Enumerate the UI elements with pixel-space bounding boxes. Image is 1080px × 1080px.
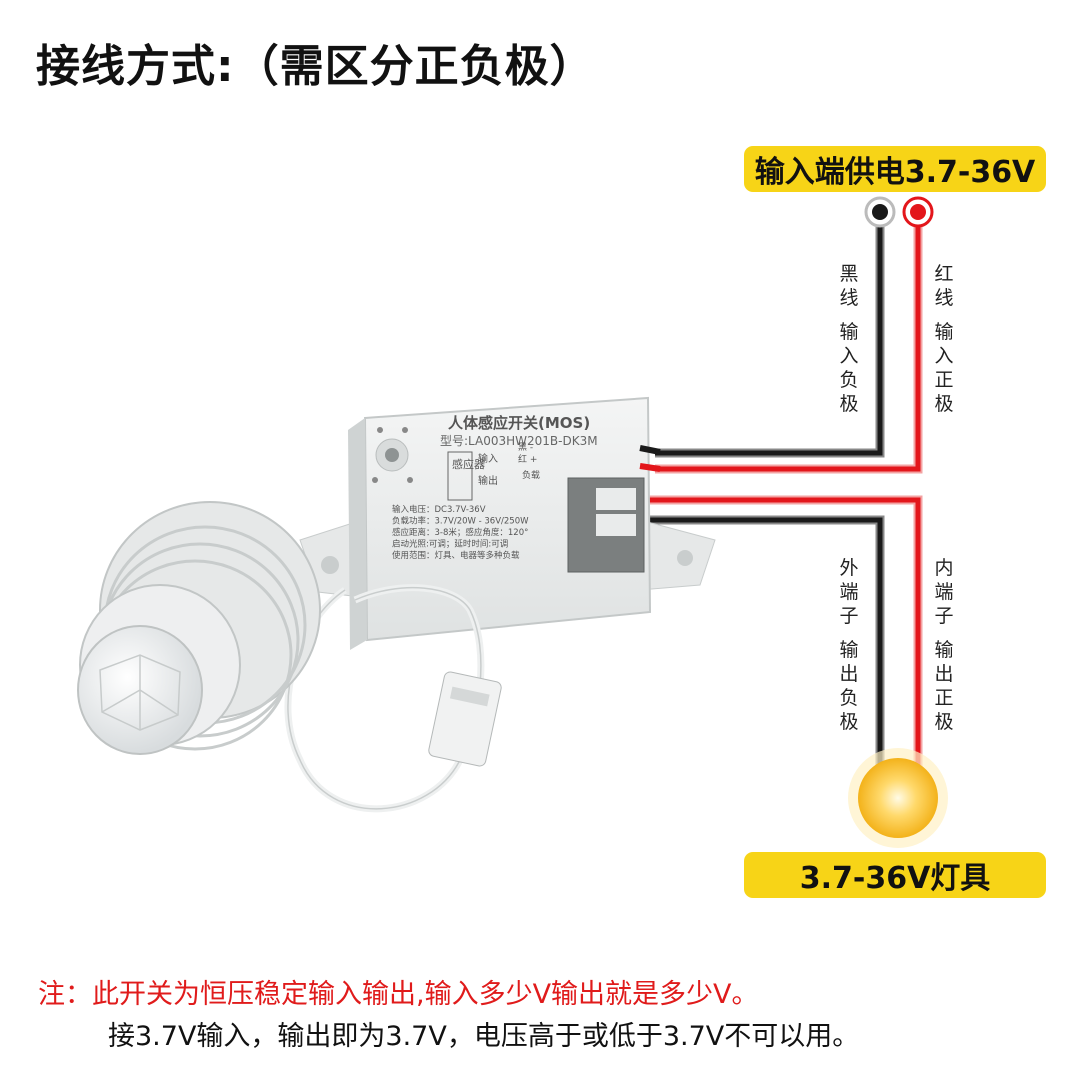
output-port-label: 输出 [478, 474, 498, 487]
cable-connector [428, 671, 502, 767]
spec-line: 使用范围：灯具、电器等多种负载 [392, 550, 520, 561]
input-black-wire [655, 214, 885, 458]
inner-terminal-role-label: 输出正极 [934, 639, 954, 733]
page-title: 接线方式:（需区分正负极） [36, 41, 595, 92]
device-model-label: 型号:LA003HW201B-DK3M [440, 434, 598, 448]
black-wire-role-label: 输入负极 [839, 321, 859, 415]
output-black-wire [612, 515, 885, 768]
input-red-wire [655, 214, 923, 474]
device-name-label: 人体感应开关(MOS) [448, 414, 590, 432]
input-port-label: 输入 [478, 452, 498, 465]
inner-terminal-label: 内端子 [934, 557, 954, 627]
outer-terminal-role-label: 输出负极 [839, 639, 859, 733]
spec-line: 感应距离：3-8米；感应角度：120° [392, 527, 528, 538]
lamp-icon [848, 748, 948, 848]
lamp-voltage-banner: 3.7-36V灯具 [744, 852, 1046, 898]
pir-sensor-head [77, 501, 321, 755]
load-mark-label: 负载 [522, 469, 540, 481]
spec-line: 启动光照:可调；延时时间:可调 [392, 539, 508, 550]
note-line-2: 接3.7V输入，输出即为3.7V，电压高于或低于3.7V不可以用。 [108, 1021, 860, 1052]
note-line-1: 注：此开关为恒压稳定输入输出,输入多少V输出就是多少V。 [38, 979, 759, 1010]
sensor-switch-device: 人体感应开关(MOS) 型号:LA003HW201B-DK3M 感应器 输入 输… [299, 396, 716, 650]
outer-terminal-label: 外端子 [839, 557, 859, 627]
black-terminal-icon [864, 196, 896, 228]
red-wire-color-label: 红线 [934, 263, 954, 309]
red-wire-role-label: 输入正极 [934, 321, 954, 415]
red-mark-label: 红 + [518, 453, 537, 465]
spec-line: 输入电压：DC3.7V-36V [392, 504, 486, 515]
supply-voltage-banner: 输入端供电3.7-36V [744, 146, 1046, 192]
output-red-wire [612, 495, 923, 768]
spec-line: 负载功率：3.7V/20W - 36V/250W [392, 516, 529, 527]
sensor-label: 感应器 [452, 457, 485, 471]
black-mark-label: 黑 - [518, 442, 533, 453]
red-terminal-icon [902, 196, 934, 228]
black-wire-color-label: 黑线 [839, 263, 859, 309]
